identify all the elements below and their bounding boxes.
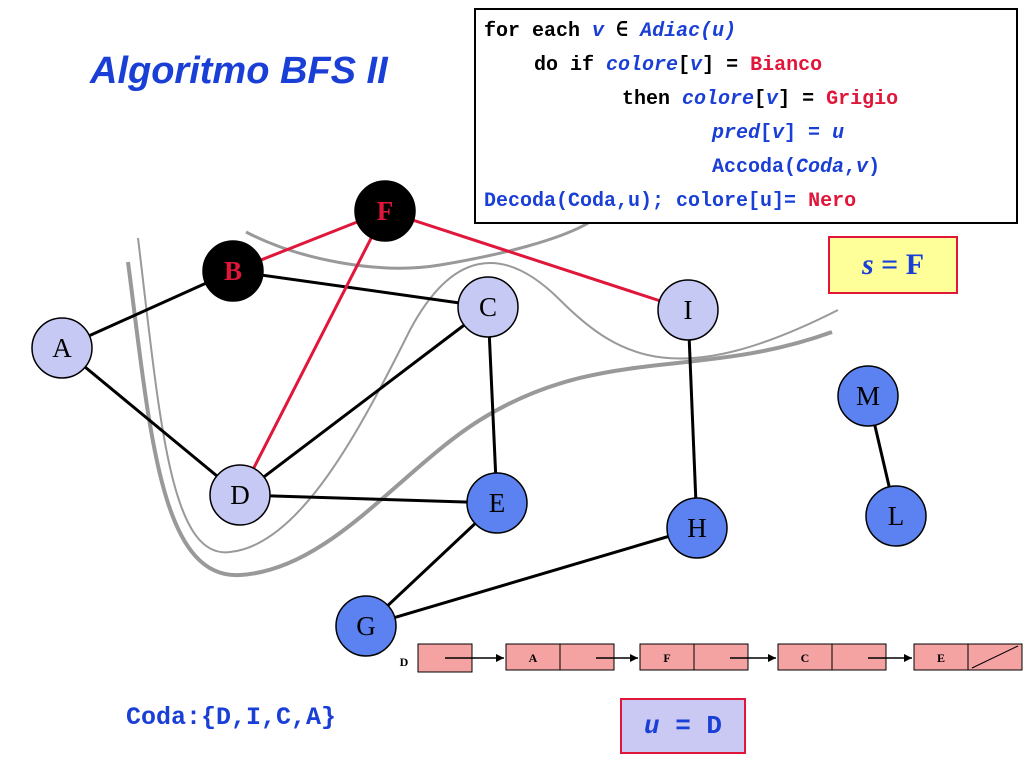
list-next-A [559,643,615,671]
node-D: D [209,464,271,526]
node-label-C: C [479,292,497,322]
node-F: F [354,180,416,242]
edge-C-D [239,305,489,497]
list-node-F [639,643,695,671]
code-line-4: pred[v] = u [712,122,845,145]
node-label-B: B [224,256,242,286]
list-arrowhead-3 [904,654,912,662]
node-label-L: L [888,501,905,531]
node-B: B [202,240,264,302]
node-circle-E [466,472,528,534]
list-value-A: A [529,651,538,665]
node-label-G: G [356,611,376,641]
edge-A-B [61,269,234,350]
list-value-C: C [801,651,810,665]
pseudocode-box: for each v ∈ Adiac(u) do if colore[v] = … [474,8,1018,224]
node-I: I [657,279,719,341]
list-node-C [777,643,833,671]
list-arrowhead-1 [630,654,638,662]
edge-D-E [239,493,498,505]
list-arrowhead-0 [496,654,504,662]
edge-A-D [61,346,241,497]
node-L: L [865,485,927,547]
code-line-3: then colore[v] = Grigio [622,88,899,111]
list-node-A [505,643,561,671]
node-label-A: A [52,333,72,363]
node-circle-D [209,464,271,526]
list-next-C [831,643,887,671]
list-arrowhead-2 [768,654,776,662]
frontier-curve-top [245,220,591,270]
edge-F-I [384,209,689,312]
node-C: C [457,276,519,338]
edge-G-H [365,526,698,628]
edge-F-D [238,210,387,496]
node-circle-H [666,497,728,559]
frontier-curve-outer [126,261,833,578]
node-label-M: M [856,381,880,411]
queue-text: Coda:{D,I,C,A} [126,703,337,732]
code-line-5: Accoda(Coda,v) [712,156,881,179]
edge-B-C [232,269,489,309]
frontier-curve-inner [137,237,839,554]
edge-I-H [686,309,699,529]
code-line-1: for each v ∈ Adiac(u) [484,20,737,43]
list-head-label: D [400,655,409,669]
node-circle-A [31,317,93,379]
node-circle-I [657,279,719,341]
current-node-box: u = D [620,698,746,754]
node-H: H [666,497,728,559]
node-circle-M [837,365,899,427]
node-label-H: H [687,513,707,543]
page-title: Algoritmo BFS II [90,50,388,92]
node-circle-G [335,595,397,657]
node-circle-L [865,485,927,547]
node-label-D: D [230,480,250,510]
node-E: E [466,472,528,534]
list-value-F: F [663,651,670,665]
node-circle-F [354,180,416,242]
node-label-I: I [684,295,693,325]
node-A: A [31,317,93,379]
list-value-E: E [937,651,945,665]
node-label-E: E [489,488,506,518]
code-line-2: do if colore[v] = Bianco [534,54,823,77]
node-M: M [837,365,899,427]
source-node-box: s = F [828,236,958,294]
edge-C-E [486,306,499,504]
list-next-F [693,643,749,671]
node-G: G [335,595,397,657]
list-null-slash [971,645,1019,669]
node-circle-C [457,276,519,338]
node-circle-B [202,240,264,302]
node-label-F: F [377,196,394,226]
code-line-6: Decoda(Coda,u); colore[u]= Nero [484,190,857,213]
